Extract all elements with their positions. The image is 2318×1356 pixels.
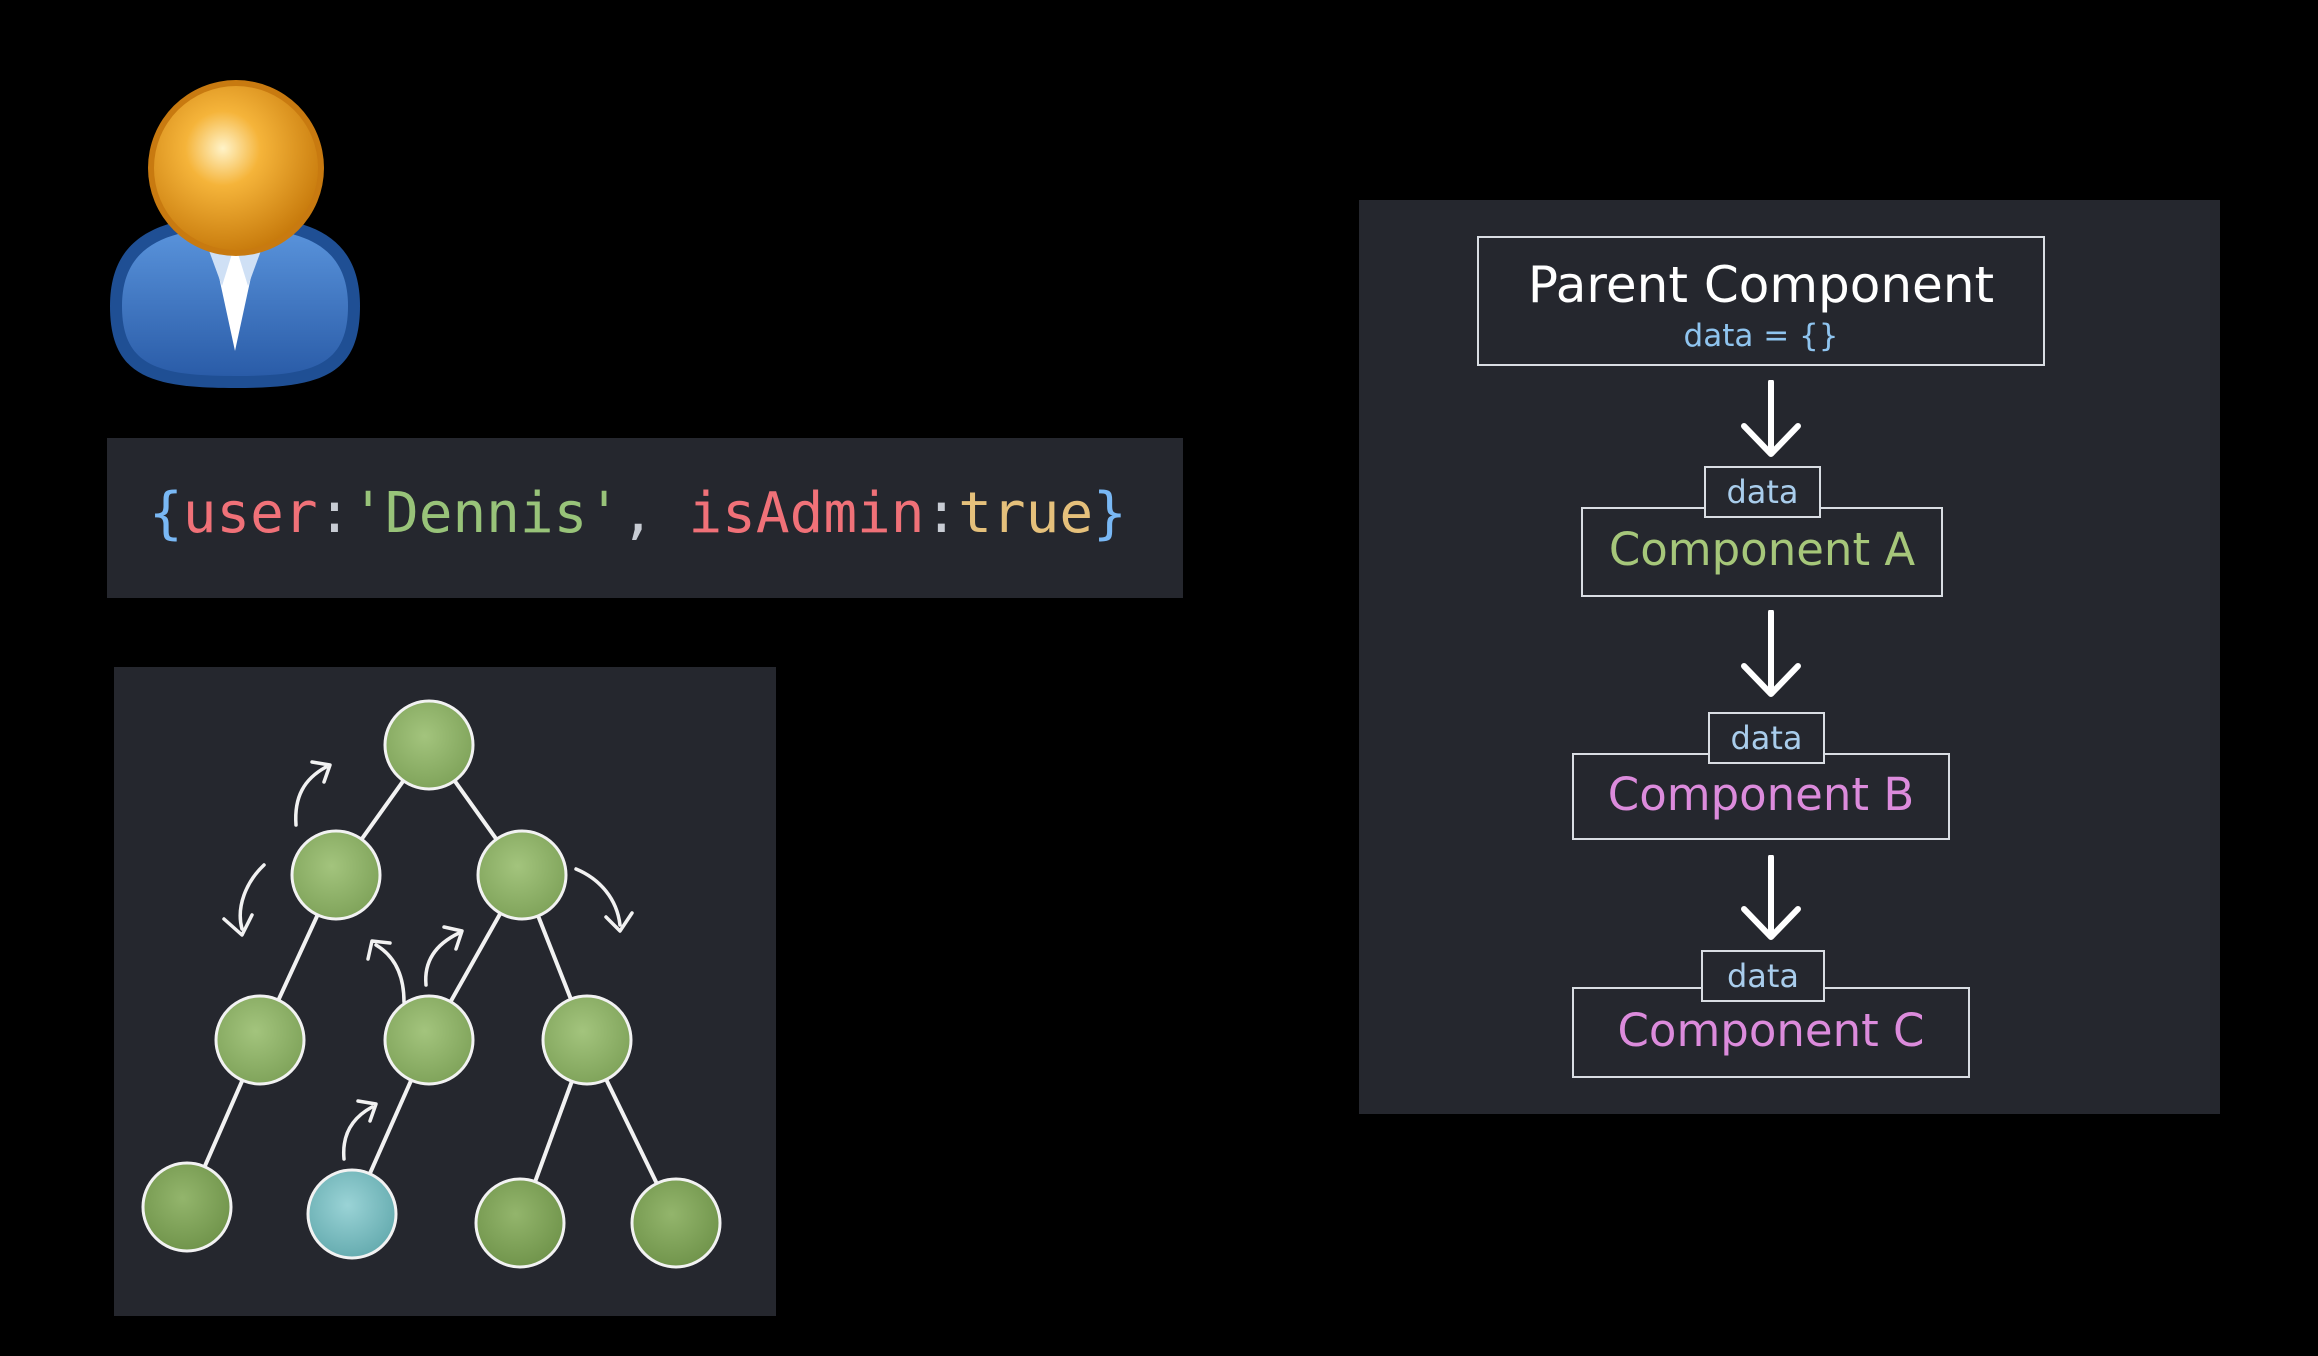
component-b-box: Component B bbox=[1572, 753, 1950, 840]
curved-arrow-icon bbox=[374, 943, 406, 1004]
tree-node bbox=[630, 1177, 722, 1269]
flow-arrows bbox=[222, 760, 634, 1161]
code-colon: : bbox=[924, 481, 959, 546]
code-key-isadmin: isAdmin bbox=[688, 481, 925, 546]
tree-node bbox=[290, 829, 382, 921]
code-comma: , bbox=[621, 481, 689, 546]
component-c-label: Component C bbox=[1617, 1004, 1925, 1057]
tree-node bbox=[141, 1161, 233, 1253]
code-value-user: 'Dennis' bbox=[351, 481, 622, 546]
down-arrow-icon bbox=[1741, 855, 1801, 940]
component-a-box: Component A bbox=[1581, 507, 1943, 597]
curved-arrow-icon bbox=[294, 765, 328, 827]
tree-node-root bbox=[383, 699, 475, 791]
parent-component-title: Parent Component bbox=[1527, 256, 1995, 314]
tree-node bbox=[476, 829, 568, 921]
down-arrow-icon bbox=[1741, 610, 1801, 697]
tree-node bbox=[541, 994, 633, 1086]
code-panel: {user:'Dennis', isAdmin:true} bbox=[107, 438, 1183, 598]
tree-node bbox=[474, 1177, 566, 1269]
tree-node bbox=[214, 994, 306, 1086]
curved-arrow-icon bbox=[341, 1105, 374, 1161]
parent-component-data: data = {} bbox=[1683, 318, 1839, 354]
code-value-isadmin: true bbox=[958, 481, 1094, 546]
component-c-box: Component C bbox=[1572, 987, 1970, 1078]
data-prop-tag: data bbox=[1704, 466, 1821, 518]
user-avatar-icon bbox=[100, 76, 370, 394]
tree-node-highlighted bbox=[306, 1168, 398, 1260]
tree-node bbox=[383, 994, 475, 1086]
arrow-head-icon bbox=[310, 760, 332, 784]
curved-arrow-icon bbox=[574, 867, 622, 927]
component-tree-diagram bbox=[141, 699, 722, 1269]
code-close-brace: } bbox=[1093, 481, 1127, 546]
component-tree-panel bbox=[114, 667, 776, 1316]
down-arrow-icon bbox=[1741, 380, 1801, 457]
curved-arrow-icon bbox=[424, 931, 461, 987]
data-prop-tag: data bbox=[1708, 712, 1825, 764]
code-key-user: user bbox=[182, 481, 318, 546]
parent-component-box: Parent Component data = {} bbox=[1477, 236, 2045, 366]
component-flow-panel: Parent Component data = {} Component A d… bbox=[1359, 200, 2220, 1114]
arrow-head-icon bbox=[366, 939, 392, 961]
code-colon: : bbox=[317, 481, 352, 546]
arrow-head-icon bbox=[356, 1099, 378, 1123]
code-open-brace: { bbox=[149, 481, 183, 546]
component-b-label: Component B bbox=[1607, 768, 1915, 821]
tree-edges bbox=[185, 743, 678, 1224]
component-a-label: Component A bbox=[1608, 523, 1916, 576]
arrow-head-icon bbox=[442, 925, 464, 951]
tree-nodes bbox=[141, 699, 722, 1269]
user-object-code: {user:'Dennis', isAdmin:true} bbox=[149, 474, 1127, 554]
arrow-head-icon bbox=[604, 911, 634, 933]
curved-arrow-icon bbox=[238, 863, 266, 931]
data-prop-tag: data bbox=[1701, 950, 1825, 1002]
arrow-head-icon bbox=[222, 913, 254, 937]
